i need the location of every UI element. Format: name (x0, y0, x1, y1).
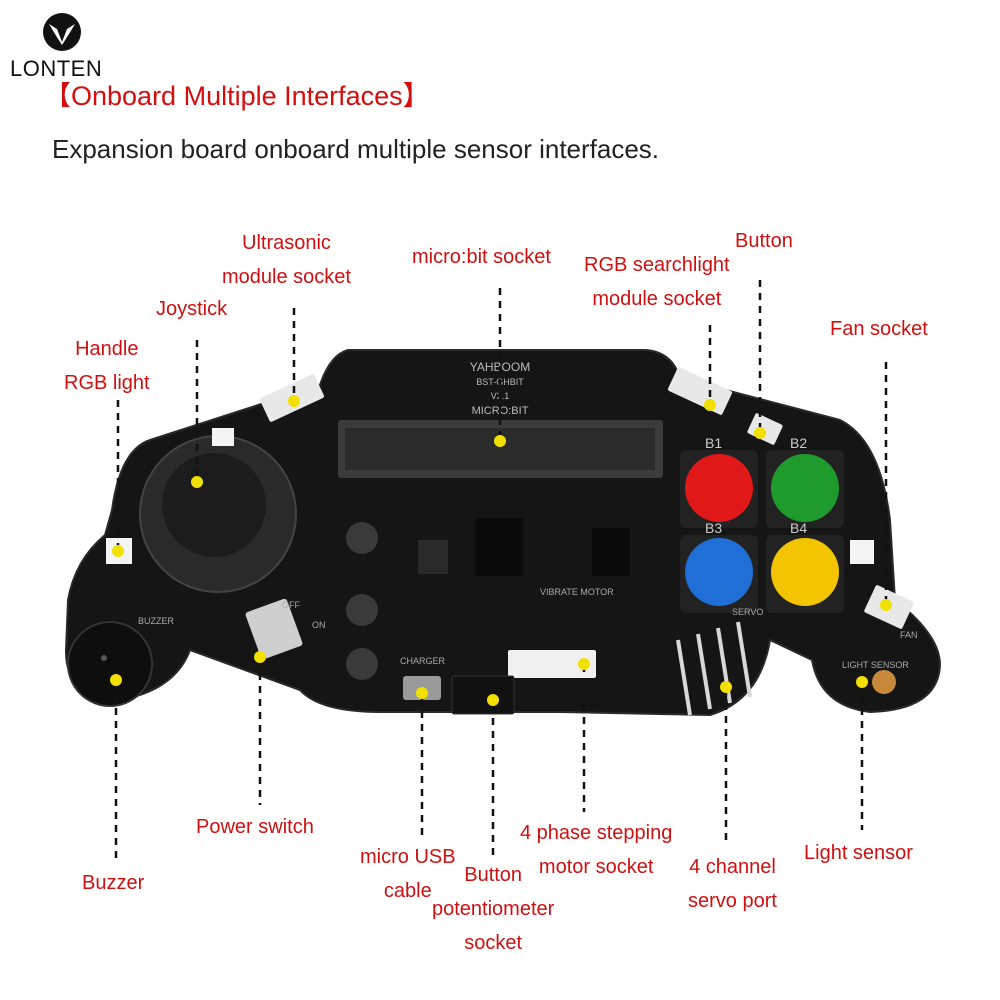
svg-text:BUZZER: BUZZER (138, 616, 175, 626)
button-b3 (680, 535, 758, 613)
page-subtitle: Expansion board onboard multiple sensor … (52, 134, 660, 164)
svg-text:B2: B2 (790, 435, 807, 451)
label-power-switch: Power switch (196, 816, 314, 838)
svg-text:FAN: FAN (900, 630, 918, 640)
label-microbit: micro:bit socket (412, 246, 551, 268)
stepping-motor-socket (508, 650, 596, 678)
buzzer (67, 621, 153, 707)
button-b1 (680, 450, 758, 528)
label-button-top: Button (735, 230, 793, 252)
page-heading: 【Onboard Multiple Interfaces】 (44, 81, 430, 111)
button-b2 (766, 450, 844, 528)
label-buzzer: Buzzer (82, 872, 145, 894)
svg-text:VIBRATE MOTOR: VIBRATE MOTOR (540, 587, 614, 597)
button-b4 (766, 535, 844, 613)
rgb-searchlight-socket (667, 367, 733, 415)
power-switch (245, 598, 303, 660)
label-joystick: Joystick (156, 298, 228, 320)
svg-text:LIGHT SENSOR: LIGHT SENSOR (842, 660, 909, 670)
svg-text:B1: B1 (705, 435, 722, 451)
svg-text:OFF: OFF (282, 600, 300, 610)
label-light-sensor: Light sensor (804, 842, 913, 864)
svg-text:B3: B3 (705, 520, 722, 536)
svg-text:CHARGER: CHARGER (400, 656, 446, 666)
bull-head-icon (43, 13, 81, 51)
svg-text:ON: ON (312, 620, 326, 630)
logo-text: LONTEN (10, 56, 103, 81)
svg-text:SERVO: SERVO (732, 607, 763, 617)
handle-rgb-led-right (850, 540, 874, 564)
brand-logo: LONTEN (8, 8, 103, 81)
label-fan: Fan socket (830, 318, 928, 340)
light-sensor (872, 670, 896, 694)
potentiometer-socket (451, 675, 515, 715)
svg-text:B4: B4 (790, 520, 807, 536)
